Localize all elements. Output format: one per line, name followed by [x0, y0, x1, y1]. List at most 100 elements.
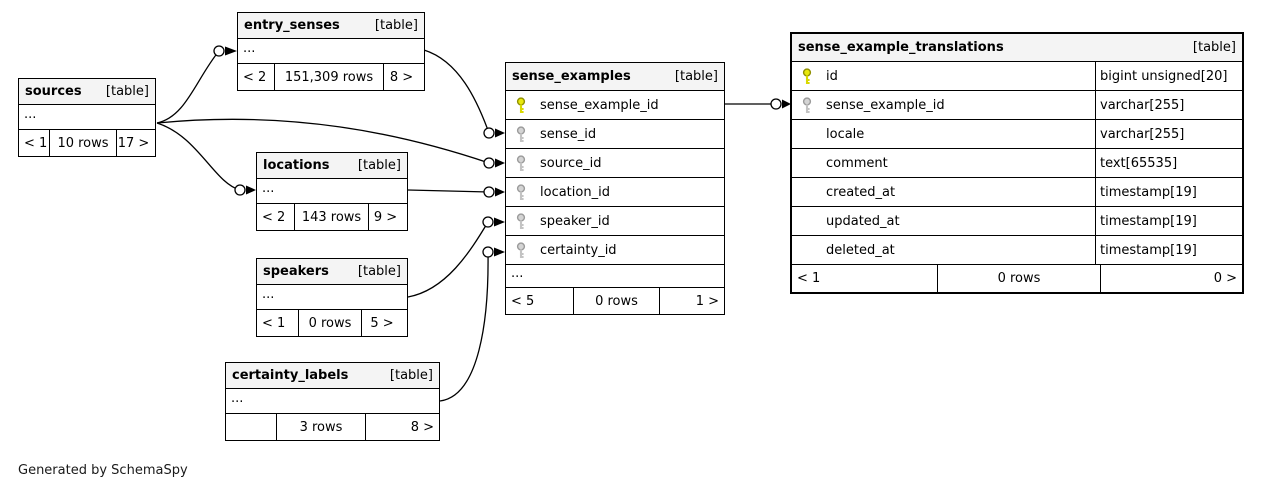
column-name: deleted_at [826, 242, 895, 258]
connector-circle [770, 98, 782, 110]
column-row[interactable]: id bigint unsigned[20] [792, 62, 1242, 91]
column-name: locale [826, 126, 865, 142]
column-row[interactable]: updated_at timestamp[19] [792, 207, 1242, 236]
children-count: 8 > [410, 419, 434, 435]
column-name: created_at [826, 184, 896, 200]
connector-circle [234, 184, 246, 196]
foreign-key-icon [515, 154, 529, 172]
connector-arrow [495, 128, 505, 138]
parents-count [226, 414, 276, 440]
column-row[interactable]: sense_example_id varchar[255] [792, 91, 1242, 120]
column-name: id [826, 68, 838, 84]
table-footer: < 1 10 rows 17 > [19, 130, 155, 156]
connector-arrow [494, 217, 505, 227]
table-sense_examples[interactable]: sense_examples [table] sense_example_id … [505, 62, 725, 315]
connector-circle [482, 246, 494, 258]
table-tag: [table] [357, 264, 401, 279]
connector-arrow [495, 187, 505, 197]
column-name: sense_example_id [826, 97, 945, 113]
children-count: 9 > [373, 209, 398, 225]
row-count: 143 rows [294, 204, 369, 230]
column-name: comment [826, 155, 888, 171]
table-certainty_labels[interactable]: certainty_labels [table] ... 3 rows 8 > [225, 362, 440, 441]
column-type: bigint unsigned[20] [1095, 62, 1242, 90]
parents-count: < 2 [262, 209, 286, 225]
children-count: 0 > [1213, 271, 1237, 286]
generator-note: Generated by SchemaSpy [18, 463, 188, 478]
table-tag: [table] [674, 69, 718, 84]
hidden-columns-ellipsis[interactable]: ... [226, 389, 439, 414]
row-count: 151,309 rows [274, 64, 384, 90]
connector-arrow [246, 185, 256, 195]
row-count: 3 rows [276, 414, 366, 440]
table-footer: < 2 151,309 rows 8 > [238, 64, 424, 90]
column-row[interactable]: speaker_id [506, 207, 724, 236]
column-row[interactable]: sense_id [506, 120, 724, 149]
connector-circle [483, 186, 495, 198]
table-footer: < 2 143 rows 9 > [257, 204, 407, 230]
table-header: locations [table] [257, 153, 407, 179]
column-row[interactable]: comment text[65535] [792, 149, 1242, 178]
column-row[interactable]: deleted_at timestamp[19] [792, 236, 1242, 265]
hidden-columns-ellipsis[interactable]: ... [257, 179, 407, 204]
table-header: sources [table] [19, 79, 155, 105]
parents-count: < 1 [797, 271, 821, 286]
column-row[interactable]: source_id [506, 149, 724, 178]
connector-arrow [495, 158, 505, 168]
table-tag: [table] [1192, 40, 1236, 55]
relationship-sources-entry_senses [156, 50, 220, 124]
foreign-key-icon [801, 96, 815, 114]
connector-arrow [225, 46, 237, 56]
column-type: text[65535] [1095, 149, 1242, 177]
table-tag: [table] [389, 368, 433, 383]
column-name: location_id [540, 184, 610, 200]
parents-count: < 2 [243, 69, 267, 85]
hidden-columns-ellipsis[interactable]: ... [238, 39, 424, 64]
primary-key-icon [801, 67, 815, 85]
foreign-key-icon [515, 125, 529, 143]
row-count: 0 rows [298, 310, 362, 336]
table-footer: < 1 0 rows 0 > [792, 265, 1242, 292]
table-footer: < 5 0 rows 1 > [506, 288, 724, 314]
table-title: certainty_labels [232, 368, 349, 383]
table-locations[interactable]: locations [table] ... < 2 143 rows 9 > [256, 152, 408, 231]
children-count: 8 > [389, 69, 414, 85]
table-header: certainty_labels [table] [226, 363, 439, 389]
primary-key-icon [515, 96, 529, 114]
column-row[interactable]: locale varchar[255] [792, 120, 1242, 149]
column-name: sense_id [540, 126, 597, 142]
table-title: locations [263, 158, 330, 173]
column-type: timestamp[19] [1095, 207, 1242, 235]
column-type: timestamp[19] [1095, 236, 1242, 264]
table-header: speakers [table] [257, 259, 407, 285]
connector-circle [483, 157, 495, 169]
column-name: sense_example_id [540, 97, 659, 113]
hidden-columns-ellipsis[interactable]: ... [257, 285, 407, 310]
column-row[interactable]: sense_example_id [506, 91, 724, 120]
hidden-columns-ellipsis[interactable]: ... [19, 105, 155, 130]
row-count: 0 rows [937, 265, 1101, 292]
column-type: varchar[255] [1095, 91, 1242, 119]
table-entry_senses[interactable]: entry_senses [table] ... < 2 151,309 row… [237, 12, 425, 91]
relationship-certainty_labels-sense_examples-certainty_id [439, 251, 489, 402]
parents-count: < 5 [511, 293, 535, 309]
foreign-key-icon [515, 183, 529, 201]
row-count: 0 rows [573, 288, 660, 314]
column-row[interactable]: certainty_id [506, 236, 724, 265]
table-title: sources [25, 84, 82, 99]
table-sense_example_translations[interactable]: sense_example_translations [table] id bi… [790, 32, 1244, 294]
column-row[interactable]: created_at timestamp[19] [792, 178, 1242, 207]
table-sources[interactable]: sources [table] ... < 1 10 rows 17 > [18, 78, 156, 157]
connector-circle [483, 127, 495, 139]
table-header: entry_senses [table] [238, 13, 424, 39]
table-tag: [table] [105, 84, 149, 99]
relationship-locations-sense_examples-location_id [407, 189, 490, 193]
table-speakers[interactable]: speakers [table] ... < 1 0 rows 5 > [256, 258, 408, 337]
table-footer: 3 rows 8 > [226, 414, 439, 440]
hidden-columns-ellipsis[interactable]: ... [506, 265, 724, 288]
children-count: 5 > [370, 315, 394, 331]
children-count: 1 > [695, 293, 719, 309]
column-row[interactable]: location_id [506, 178, 724, 207]
table-title: speakers [263, 264, 329, 279]
